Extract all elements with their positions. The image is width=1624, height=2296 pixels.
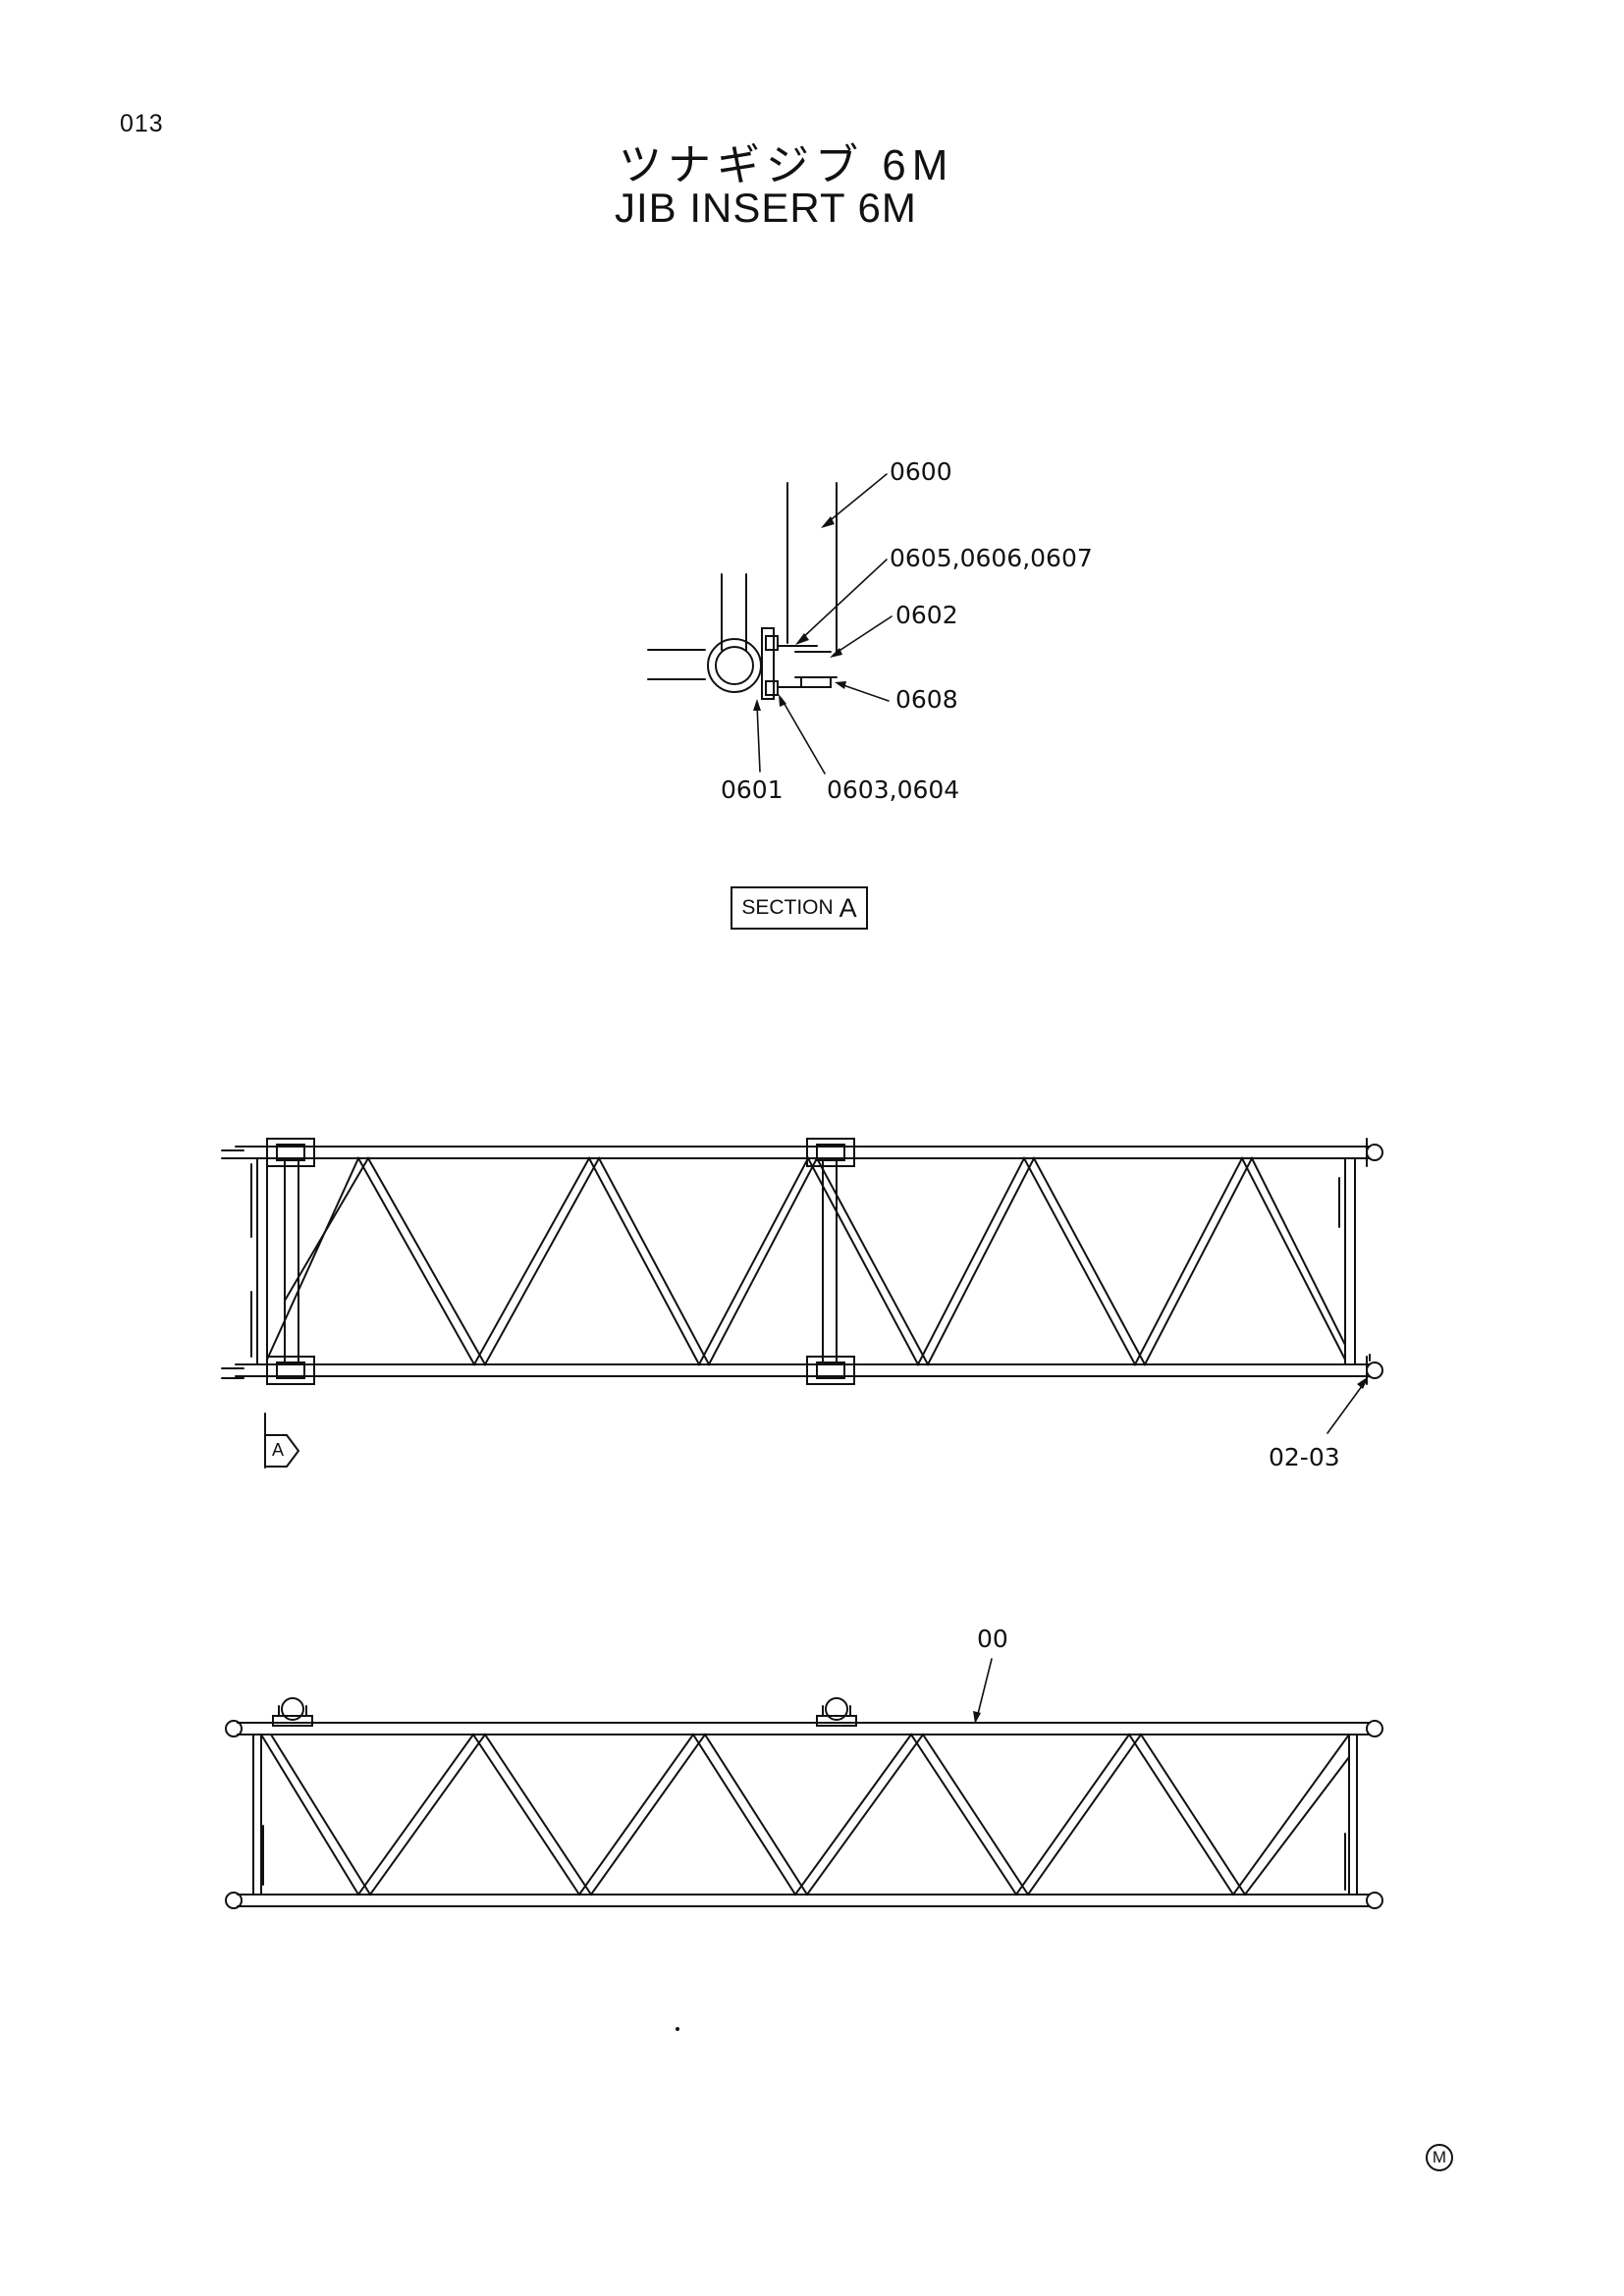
jib-insert-side-view [225, 1658, 1383, 1909]
callout-00[interactable]: 00 [977, 1625, 1008, 1653]
page-title-english: JIB INSERT 6M [615, 185, 917, 231]
callout-0601[interactable]: 0601 [721, 775, 784, 804]
section-label-word: SECTION [741, 896, 834, 919]
jib-insert-plan-view [221, 1138, 1383, 1434]
corner-mark: M [1426, 2144, 1453, 2171]
callout-0602[interactable]: 0602 [895, 601, 958, 629]
callout-02-03[interactable]: 02-03 [1269, 1443, 1340, 1471]
callout-0608[interactable]: 0608 [895, 685, 958, 714]
page-number: 013 [120, 110, 164, 137]
callout-0603-0604[interactable]: 0603,0604 [827, 775, 960, 804]
view-arrow-letter: A [272, 1440, 285, 1460]
section-label-letter: A [839, 892, 857, 923]
section-a-label: SECTION A [731, 886, 868, 930]
page-title-japanese: ツナギジブ 6M [619, 141, 954, 189]
section-a-detail [647, 473, 893, 774]
callout-0605-0606-0607[interactable]: 0605,0606,0607 [890, 544, 1093, 572]
callout-0600[interactable]: 0600 [890, 457, 952, 486]
view-arrow-a [264, 1413, 300, 1468]
corner-mark-letter: M [1432, 2148, 1447, 2166]
